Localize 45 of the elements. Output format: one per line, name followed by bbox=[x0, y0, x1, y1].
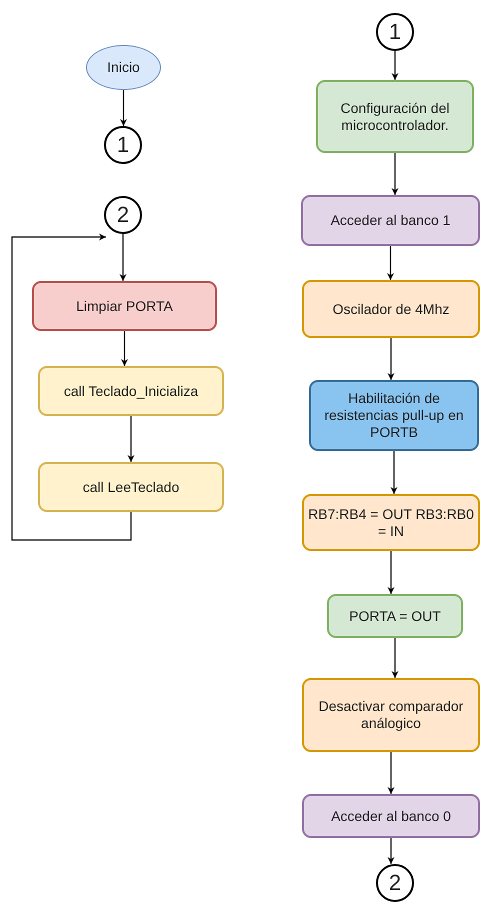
arrow bbox=[121, 331, 128, 366]
node-label: RB7:RB4 = OUT RB3:RB0 = IN bbox=[307, 506, 475, 540]
process-box bbox=[32, 281, 217, 331]
node-label: Desactivar comparador análogico bbox=[318, 698, 464, 732]
arrow bbox=[120, 234, 126, 281]
process-box bbox=[327, 594, 463, 638]
node-label: 1 bbox=[116, 132, 130, 158]
arrow bbox=[392, 153, 398, 195]
arrow bbox=[392, 638, 398, 678]
process-box bbox=[38, 462, 224, 512]
node-label: 1 bbox=[388, 18, 402, 46]
connector-circle bbox=[104, 126, 142, 164]
arrow bbox=[388, 752, 394, 794]
process-box bbox=[302, 494, 480, 551]
node-label: Limpiar PORTA bbox=[76, 298, 173, 314]
node-label: 2 bbox=[116, 202, 130, 228]
arrow bbox=[388, 838, 394, 864]
node-label: Acceder al banco 0 bbox=[331, 808, 451, 824]
arrow bbox=[388, 551, 394, 594]
connector-circle bbox=[376, 13, 414, 51]
node-label: Configuración del microcontrolador. bbox=[340, 100, 450, 134]
node-label: 2 bbox=[388, 870, 402, 896]
arrow bbox=[120, 90, 127, 126]
arrow bbox=[392, 51, 398, 80]
connector-circle bbox=[104, 196, 142, 234]
process-box bbox=[302, 794, 480, 838]
arrow bbox=[387, 246, 394, 280]
arrow bbox=[128, 416, 134, 462]
process-box bbox=[302, 280, 480, 338]
process-box bbox=[301, 195, 480, 246]
node-label: Acceder al banco 1 bbox=[330, 212, 450, 229]
node-label: call Teclado_Inicializa bbox=[64, 382, 198, 400]
arrow bbox=[388, 338, 394, 380]
arrow bbox=[390, 451, 398, 494]
node-label: Habilitación de resistencias pull-up en PORTB bbox=[323, 390, 465, 441]
process-box bbox=[309, 380, 479, 451]
node-label: Oscilador de 4Mhz bbox=[332, 300, 450, 318]
node-label: PORTA = OUT bbox=[349, 608, 441, 624]
connector-circle bbox=[376, 864, 414, 902]
process-box bbox=[38, 366, 224, 416]
process-box bbox=[302, 678, 480, 752]
node-label: call LeeTeclado bbox=[82, 478, 180, 496]
arrow bbox=[11, 234, 132, 541]
process-box bbox=[316, 80, 474, 153]
node-label: Inicio bbox=[107, 59, 140, 76]
